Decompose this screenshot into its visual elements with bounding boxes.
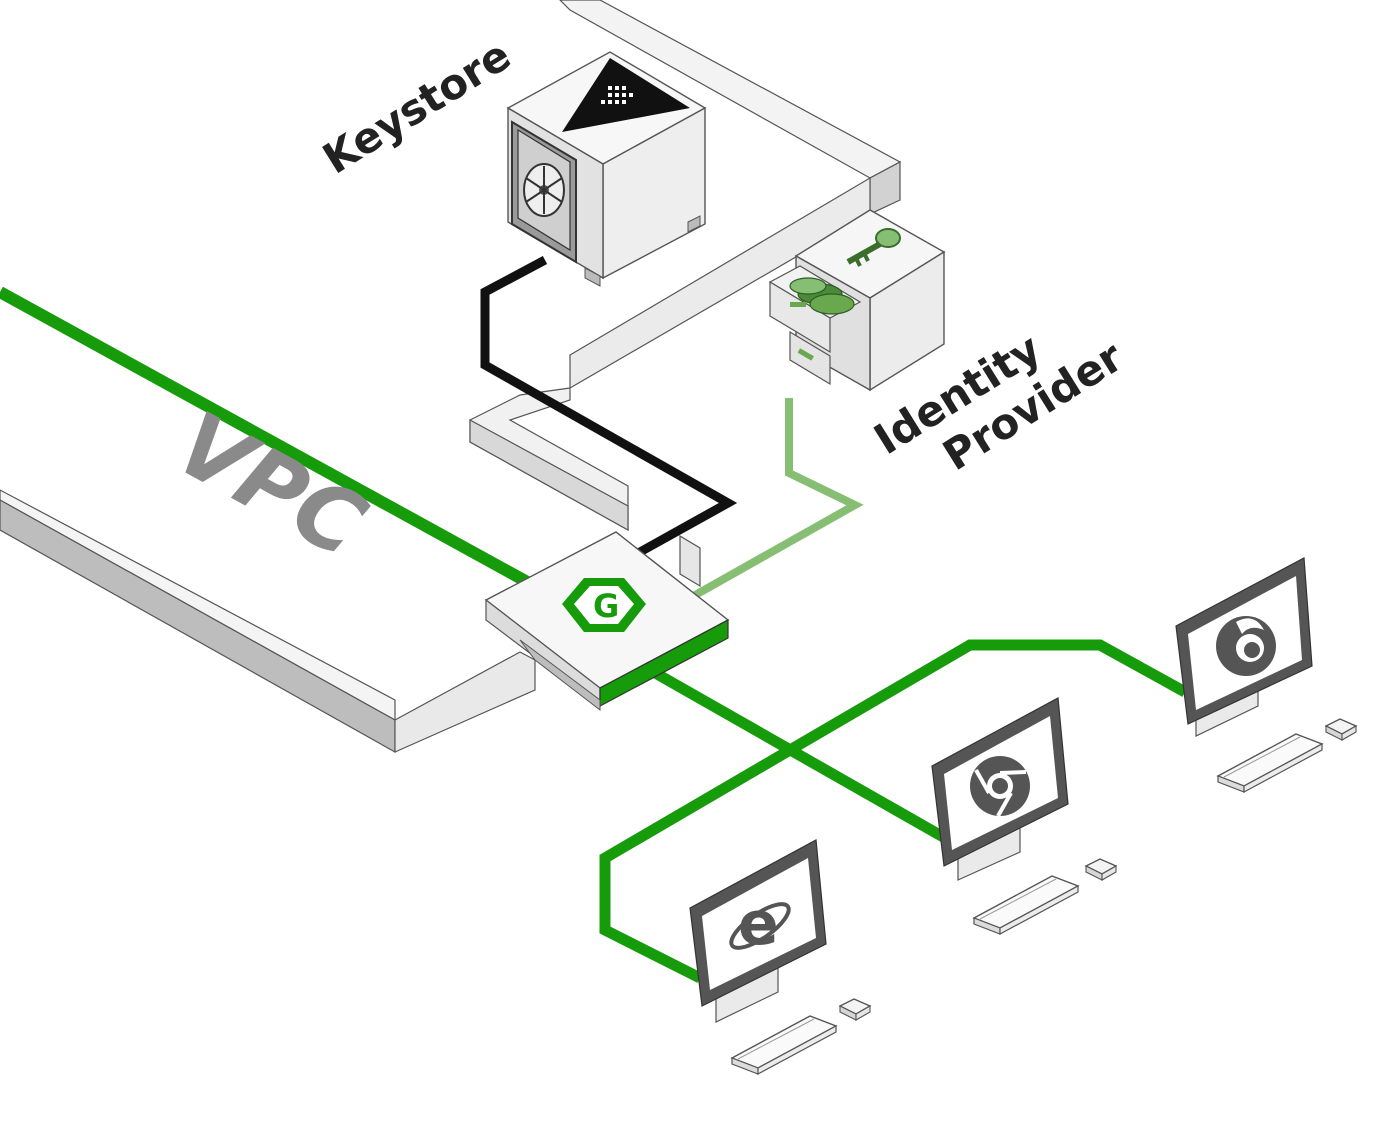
datacenter-wall <box>469 0 902 588</box>
gateway-g-icon: G <box>562 578 646 632</box>
workstation-ie: e <box>689 839 871 1075</box>
vault-logo-grid-icon <box>601 86 633 104</box>
gateway: G <box>484 531 730 712</box>
key-icon <box>846 228 901 267</box>
keystore-safe <box>506 51 707 287</box>
internet-explorer-icon: e <box>729 889 791 959</box>
vpc-wall <box>0 489 536 754</box>
firefox-connection-line <box>787 639 1188 755</box>
identity-provider-cabinet <box>768 209 946 392</box>
keystore-connection-line <box>480 256 738 556</box>
vpc-connection-line <box>0 286 563 606</box>
identity-connection-line <box>688 398 864 602</box>
chrome-connection-line <box>647 665 948 843</box>
vpc-label: VPC <box>160 392 382 578</box>
workstation-firefox <box>1175 557 1357 793</box>
gateway-g-letter: G <box>593 587 619 625</box>
firefox-icon <box>1216 616 1276 676</box>
workstation-chrome <box>931 697 1117 935</box>
chrome-icon <box>970 756 1030 817</box>
keystore-label: Keystore <box>314 30 519 183</box>
ie-connection-line <box>599 745 793 983</box>
